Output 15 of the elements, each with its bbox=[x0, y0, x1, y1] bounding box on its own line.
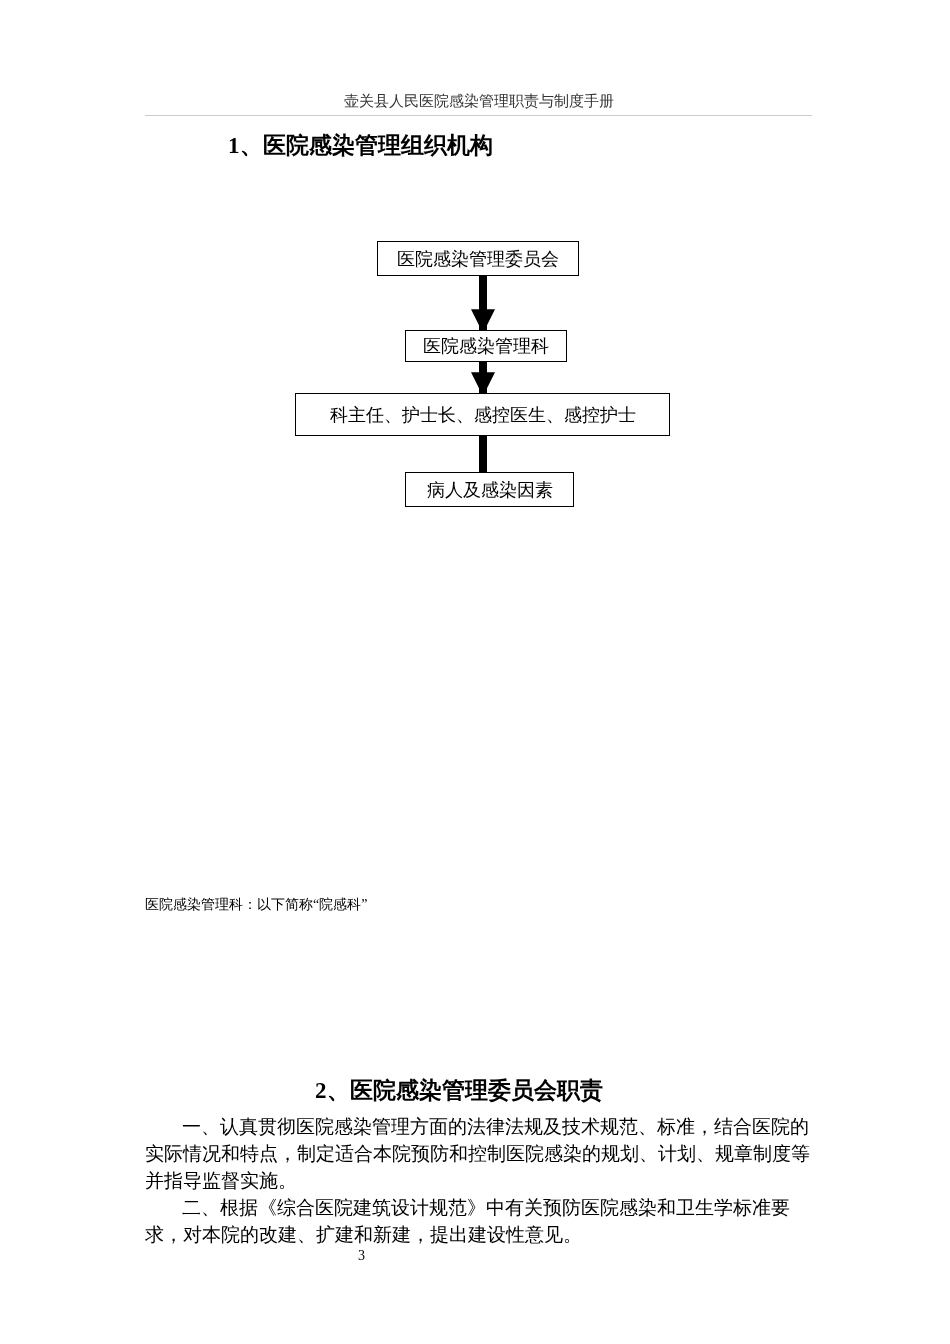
org-box bbox=[405, 330, 567, 362]
box-label: 医院感染管理科 bbox=[423, 335, 549, 358]
box-label: 医院感染管理委员会 bbox=[397, 247, 559, 271]
page-header: 壶关县人民医院感染管理职责与制度手册 bbox=[145, 92, 812, 116]
paragraph: 二、根据《综合医院建筑设计规范》中有关预防医院感染和卫生学标准要求，对本院的改建、扩建和新建，提出建设性意见。 bbox=[145, 1197, 791, 1247]
section-title: 1、医院感染管理组织机构 bbox=[228, 132, 493, 160]
page-number: 3 bbox=[358, 1248, 365, 1264]
org-box bbox=[405, 472, 574, 507]
section-title: 2、医院感染管理委员会职责 bbox=[315, 1077, 603, 1105]
org-box bbox=[295, 393, 670, 436]
note-text: 医院感染管理科：以下简称“院感科” bbox=[145, 896, 368, 914]
box-label: 科主任、护士长、感控医生、感控护士 bbox=[329, 403, 636, 427]
paragraph: 一、认真贯彻医院感染管理方面的法律法规及技术规范、标准，结合医院的实际情况和特点，制定适合本院预防和控制医院感染的规划、计划、规章制度等并指导监督实施。 bbox=[145, 1116, 810, 1193]
org-box bbox=[377, 241, 579, 276]
box-label: 病人及感染因素 bbox=[426, 478, 553, 502]
